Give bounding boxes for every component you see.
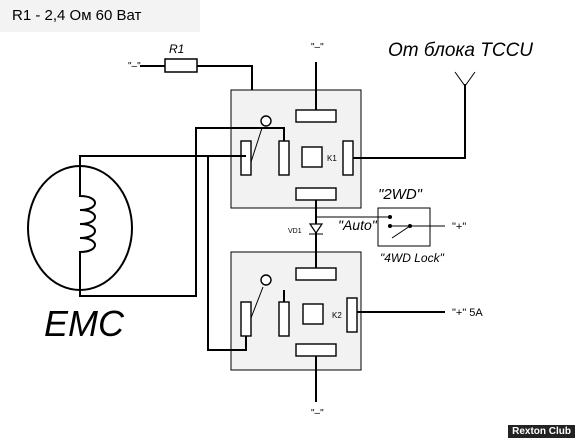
diagram-title: R1 - 2,4 Ом 60 Ват <box>12 7 142 24</box>
switch-contact-auto <box>388 224 392 228</box>
k1-coil-terminal <box>342 140 354 176</box>
emc-label: EMC <box>44 303 125 344</box>
mode-switch-box <box>377 207 431 247</box>
k2-coil-terminal <box>346 297 358 333</box>
title-box: R1 - 2,4 Ом 60 Ват <box>0 0 200 32</box>
resistor-r1 <box>164 58 198 73</box>
k1-coil <box>301 146 323 168</box>
k2-terminal <box>278 301 290 337</box>
vd1-label: VD1 <box>288 228 302 235</box>
k2-minus-label: "–" <box>311 408 324 419</box>
plus-5a-label: "+" 5A <box>452 307 483 319</box>
k2-label: K2 <box>332 311 342 320</box>
watermark-logo: Rexton Club <box>508 425 575 438</box>
k1-label: K1 <box>327 154 337 163</box>
mode-4wd-label: "4WD Lock" <box>380 251 445 265</box>
k1-terminal <box>278 140 290 176</box>
r1-label: R1 <box>169 42 184 56</box>
k2-bottom-contact <box>295 343 337 357</box>
k1-switch-arm <box>250 127 263 163</box>
switch-plus-label: "+" <box>452 221 466 233</box>
k1-common-terminal <box>240 140 252 176</box>
switch-blade <box>391 225 411 239</box>
k1-pivot <box>260 115 272 127</box>
emc-to-k1-wire <box>79 155 246 160</box>
k2-common-terminal <box>240 301 252 337</box>
mode-2wd-label: "2WD" <box>378 186 423 203</box>
mode-auto-label: "Auto" <box>338 217 378 233</box>
k2-pivot <box>260 274 272 286</box>
emc-winding <box>79 160 96 294</box>
emc-to-k1-terminal-wire <box>79 127 285 297</box>
tccu-label: От блока TCCU <box>388 40 533 61</box>
k1-bottom-contact <box>295 187 337 201</box>
tccu-antenna-icon <box>454 71 476 87</box>
diode-vd1 <box>308 223 324 235</box>
switch-contact-2wd <box>388 215 392 219</box>
k2-coil <box>302 303 324 325</box>
r1-minus-label: "–" <box>128 61 141 72</box>
k2-switch-arm <box>250 286 264 319</box>
k2-top-contact <box>295 267 337 281</box>
k1-to-k2-wire <box>207 156 247 351</box>
k1-top-contact <box>295 109 337 123</box>
tccu-wire <box>353 84 466 159</box>
k1-minus-label: "–" <box>311 42 324 53</box>
